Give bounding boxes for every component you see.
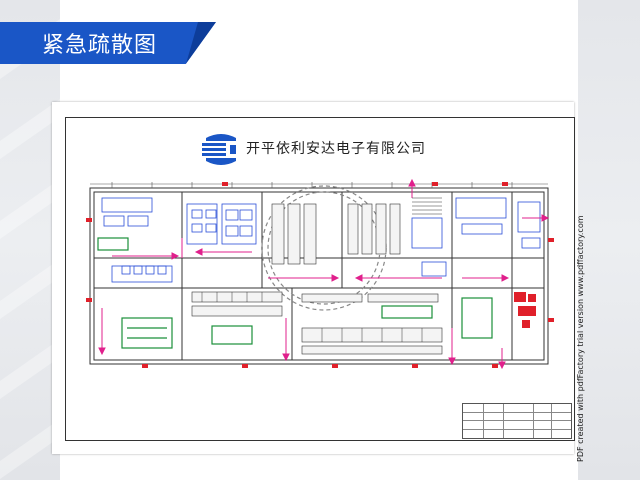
- banner-accent: [186, 22, 216, 64]
- company-name: 开平依利安达电子有限公司: [246, 141, 426, 157]
- title-block-row: [463, 412, 571, 413]
- company-logo-icon: [202, 134, 236, 165]
- production-lines: [191, 203, 443, 355]
- equipment-blocks: [101, 197, 541, 283]
- drawing-title-block: [462, 403, 572, 439]
- title-block-col: [483, 404, 484, 438]
- column-grid: [90, 182, 548, 188]
- background-stripe: [0, 98, 60, 160]
- left-background-panel: [0, 0, 60, 480]
- title-block-col: [533, 404, 534, 438]
- watermark-text: PDF created with pdfFactory trial versio…: [576, 215, 585, 462]
- building-outline: [89, 187, 549, 365]
- background-stripe: [0, 178, 60, 240]
- exit-markers: [86, 182, 554, 368]
- line-ticks: [201, 292, 423, 342]
- background-stripe: [0, 258, 60, 320]
- background-stripe: [0, 338, 60, 400]
- background-stripe: [0, 418, 60, 480]
- pdffactory-watermark: PDF created with pdfFactory trial versio…: [576, 215, 588, 462]
- green-equipment: [97, 237, 493, 349]
- evacuation-route: [98, 178, 550, 370]
- page-title: 紧急疏散图: [42, 33, 158, 58]
- title-block-col: [503, 404, 504, 438]
- right-background-panel: [578, 0, 640, 480]
- title-block-row: [463, 420, 571, 421]
- drawing-frame: [65, 117, 575, 441]
- title-block-col: [551, 404, 552, 438]
- title-block-row: [463, 429, 571, 430]
- stairs: [412, 197, 442, 215]
- floor-plan: [86, 178, 554, 370]
- title-banner: 紧急疏散图: [0, 22, 216, 64]
- red-equipment: [514, 292, 536, 328]
